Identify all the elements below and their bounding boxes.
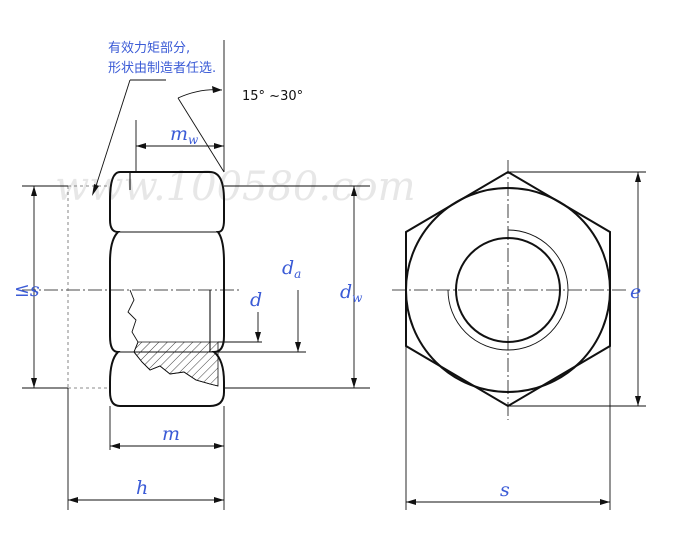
dimension-h: h	[68, 477, 224, 503]
dimension-s-bottom: s	[406, 479, 610, 505]
dimension-mw: mw	[136, 123, 224, 149]
label-da: da	[282, 257, 301, 281]
label-s-left: ≤s	[14, 279, 40, 301]
label-dw: dw	[340, 281, 363, 305]
dimension-e: e	[630, 172, 641, 406]
label-m: m	[162, 423, 180, 445]
label-mw: mw	[170, 123, 199, 147]
label-s-bottom: s	[500, 479, 510, 501]
note-line-2: 形状由制造者任选.	[108, 61, 216, 76]
note-callout: 有效力矩部分, 形状由制造者任选.	[92, 41, 216, 196]
dimension-da: da	[282, 257, 301, 352]
dimension-s-left: ≤s	[14, 186, 40, 388]
front-view	[392, 160, 626, 420]
dimension-dw: dw	[340, 186, 363, 388]
label-h: h	[136, 477, 148, 499]
watermark: www.100580.com	[55, 164, 416, 210]
angle-indicator: 15° ~30°	[177, 86, 303, 173]
side-view	[22, 171, 306, 407]
extension-lines-left	[22, 40, 370, 510]
label-d: d	[250, 289, 262, 311]
dimension-d: d	[250, 289, 262, 342]
angle-label: 15° ~30°	[242, 89, 303, 104]
extension-lines-right	[405, 171, 646, 510]
dimension-m: m	[110, 423, 224, 449]
label-e: e	[630, 281, 641, 303]
note-line-1: 有效力矩部分,	[108, 41, 190, 56]
